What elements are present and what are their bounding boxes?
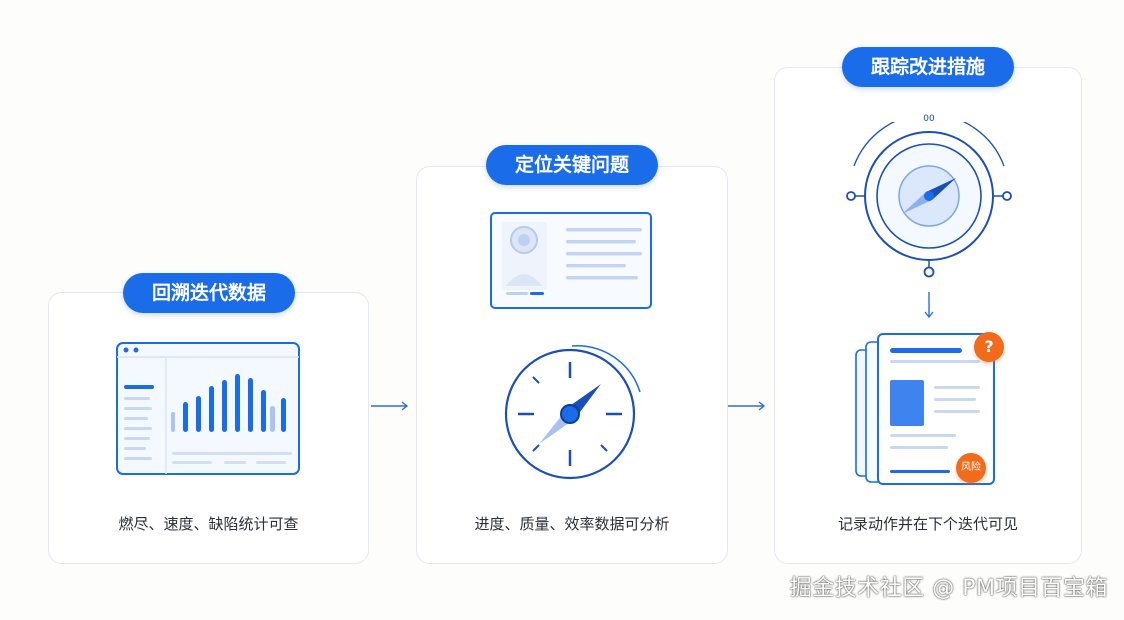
watermark: 掘金技术社区 @ PM项目百宝箱 bbox=[789, 576, 1108, 601]
step-caption-3: 记录动作并在下个迭代可见 bbox=[837, 515, 1018, 533]
step-caption-1: 燃尽、速度、缺陷统计可查 bbox=[118, 515, 299, 533]
risk-badge: 风险 bbox=[956, 453, 986, 483]
step-title-2: 定位关键问题 bbox=[486, 145, 658, 185]
report-document-illustration bbox=[855, 333, 995, 485]
step-caption-2: 进度、质量、效率数据可分析 bbox=[474, 515, 670, 533]
down-arrow-icon bbox=[924, 292, 934, 319]
gauge-compass-icon bbox=[504, 345, 641, 480]
step-title-1: 回溯迭代数据 bbox=[123, 273, 295, 313]
profile-card-illustration bbox=[490, 212, 652, 309]
dashboard-illustration bbox=[116, 342, 300, 475]
compass-label: 00 bbox=[923, 114, 935, 124]
step-title-3: 跟踪改进措施 bbox=[842, 47, 1014, 87]
flow-arrow-2 bbox=[728, 401, 766, 411]
flow-arrow-1 bbox=[371, 401, 409, 411]
target-compass-icon bbox=[846, 122, 1012, 278]
question-badge: ? bbox=[974, 332, 1004, 362]
